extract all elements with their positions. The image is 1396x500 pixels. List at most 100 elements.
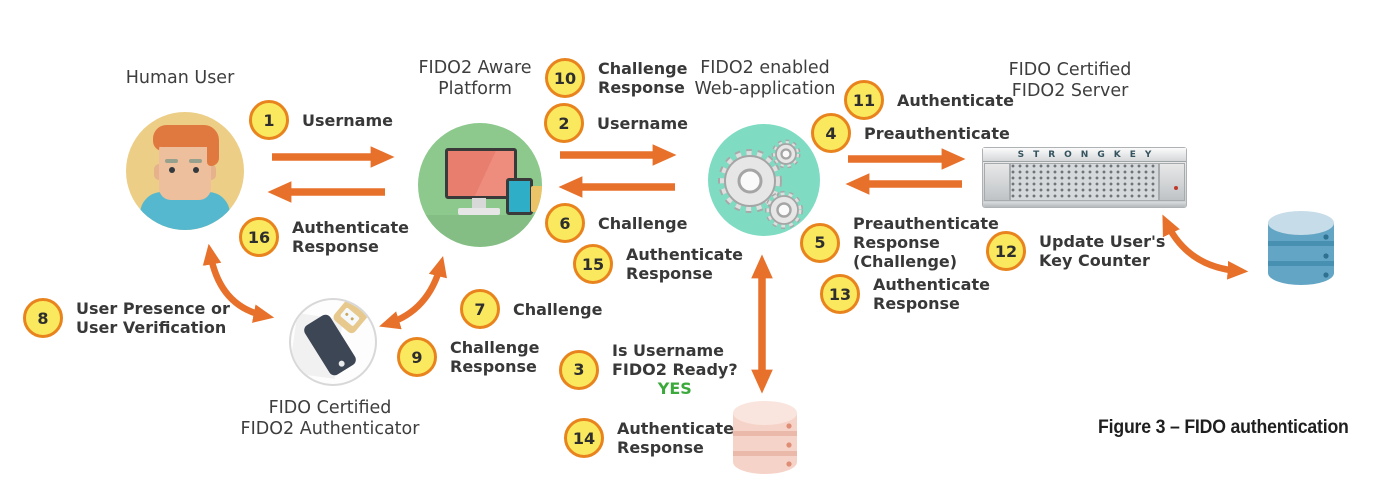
server-label-line-1: FIDO Certified (1008, 60, 1132, 80)
step-5: 5 Preauthenticate Response (Challenge) (800, 214, 999, 271)
step-4-badge: 4 (811, 113, 851, 153)
human-user-label-text: Human User (125, 68, 235, 88)
step-15-line-1: Authenticate (626, 245, 743, 264)
phone-home-button (337, 359, 346, 368)
step-3-line-2: FIDO2 Ready? (612, 360, 738, 379)
server-rack-ear (984, 163, 1010, 201)
step-14-badge: 14 (564, 418, 604, 458)
avatar-eyebrow (165, 159, 178, 163)
step-9-line-1: Challenge (450, 338, 540, 357)
avatar-eye (169, 167, 175, 173)
step-12-label: Update User's Key Counter (1039, 232, 1165, 270)
figure-caption: Figure 3 – FIDO authentication (1098, 417, 1349, 438)
step-1-line-1: Username (302, 110, 393, 130)
monitor-base (458, 208, 500, 215)
step-10-line-2: Response (598, 78, 685, 97)
server-grille (1010, 163, 1159, 201)
step-3-label: Is Username FIDO2 Ready? YES (612, 341, 738, 398)
step-8-badge: 8 (23, 298, 63, 338)
authenticator-label: FIDO Certified FIDO2 Authenticator (240, 398, 420, 440)
monitor-icon (445, 148, 517, 199)
platform-shadow (418, 215, 542, 247)
arrow-authenticator-platform (379, 255, 447, 330)
step-12: 12 Update User's Key Counter (986, 231, 1165, 271)
authenticator-label-line-1: FIDO Certified (268, 398, 392, 418)
platform-label: FIDO2 Aware Platform (405, 58, 545, 100)
step-4-line-1: Preauthenticate (864, 123, 1010, 143)
step-13-label: Authenticate Response (873, 275, 990, 313)
step-2-badge: 2 (544, 103, 584, 143)
avatar-hair-front (153, 125, 219, 147)
step-5-line-3: (Challenge) (853, 252, 958, 271)
step-14-label: Authenticate Response (617, 419, 734, 457)
step-15-badge: 15 (573, 244, 613, 284)
step-13-badge: 13 (820, 274, 860, 314)
avatar-eyebrow (189, 159, 202, 163)
step-3-line-1: Is Username (612, 341, 725, 360)
step-9-label: Challenge Response (450, 338, 539, 376)
avatar-eye (193, 167, 199, 173)
step-11-label: Authenticate (897, 91, 1014, 110)
platform-label-line-1: FIDO2 Aware (418, 58, 532, 78)
step-4: 4 Preauthenticate (811, 113, 1010, 153)
server-led (1174, 186, 1178, 190)
step-13: 13 Authenticate Response (820, 274, 990, 314)
step-6-label: Challenge (598, 214, 687, 233)
step-8-line-2: User Verification (76, 318, 227, 337)
step-5-label: Preauthenticate Response (Challenge) (853, 214, 999, 271)
step-6: 6 Challenge (545, 203, 687, 243)
step-5-badge: 5 (800, 222, 840, 263)
avatar-hair-side (207, 136, 219, 166)
step-3: 3 Is Username FIDO2 Ready? YES (559, 341, 738, 398)
human-user-label: Human User (100, 68, 260, 89)
step-15-line-2: Response (626, 264, 713, 283)
step-1: 1 Username (249, 100, 393, 140)
step-8-line-1: User Presence or (76, 299, 230, 318)
step-8: 8 User Presence or User Verification (23, 298, 230, 338)
server-bottom-bezel (983, 202, 1186, 207)
step-14-line-2: Response (617, 438, 704, 457)
step-10-badge: 10 (545, 58, 585, 98)
server-brand: STRONGKEY (983, 148, 1186, 162)
step-2: 2 Username (544, 103, 688, 143)
step-10-line-1: Challenge (598, 59, 688, 78)
step-16-badge: 16 (239, 217, 279, 257)
step-16: 16 Authenticate Response (239, 217, 409, 257)
step-13-line-1: Authenticate (873, 275, 990, 294)
server-rack-ear (1159, 163, 1185, 201)
webapp-label: FIDO2 enabled Web-application (685, 58, 845, 100)
human-user-icon (126, 112, 244, 230)
step-15-label: Authenticate Response (626, 245, 743, 283)
step-4-label: Preauthenticate (864, 124, 1010, 143)
step-11-line-1: Authenticate (897, 90, 1014, 110)
step-8-label: User Presence or User Verification (76, 299, 230, 337)
gears-icon (718, 139, 803, 229)
step-5-line-1: Preauthenticate (853, 214, 999, 233)
step-16-line-2: Response (292, 237, 379, 256)
step-6-line-1: Challenge (598, 213, 688, 233)
step-15: 15 Authenticate Response (573, 244, 743, 284)
step-3-answer: YES (657, 379, 692, 398)
step-9: 9 Challenge Response (397, 337, 539, 377)
step-10: 10 Challenge Response (545, 58, 687, 98)
platform-label-line-2: Platform (438, 79, 512, 99)
step-14: 14 Authenticate Response (564, 418, 734, 458)
step-7-badge: 7 (460, 289, 500, 329)
step-5-line-2: Response (853, 233, 940, 252)
avatar-ear (206, 164, 216, 180)
step-3-badge: 3 (559, 349, 599, 390)
arrow-user-authenticator (202, 243, 275, 323)
phone-icon (531, 186, 542, 212)
webapp-label-line-1: FIDO2 enabled (700, 58, 830, 78)
step-12-line-1: Update User's (1039, 232, 1166, 251)
step-2-label: Username (597, 114, 688, 133)
step-16-label: Authenticate Response (292, 218, 409, 256)
step-1-label: Username (302, 111, 393, 130)
server-label: FIDO Certified FIDO2 Server (990, 60, 1150, 102)
server-database-icon (1268, 211, 1334, 285)
step-14-line-1: Authenticate (617, 419, 734, 438)
step-16-line-1: Authenticate (292, 218, 409, 237)
authenticator-icon (289, 298, 377, 386)
